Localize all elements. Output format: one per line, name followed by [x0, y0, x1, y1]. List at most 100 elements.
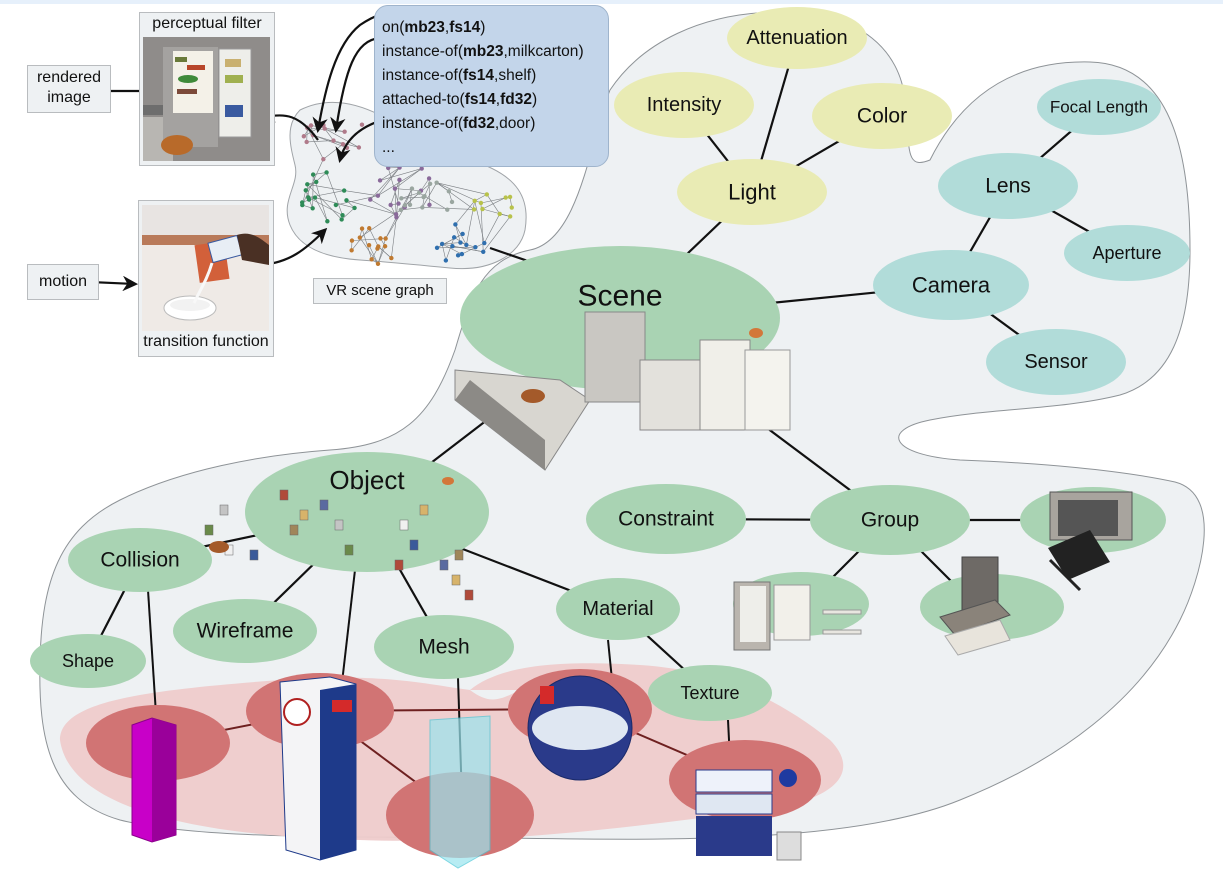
top-border [0, 0, 1223, 4]
graph-vertex [308, 123, 314, 128]
graph-vertex [451, 235, 457, 240]
predicate-class: milkcarton [507, 43, 579, 60]
node-shape-shape [30, 634, 146, 688]
graph-vertex [478, 200, 484, 206]
graph-vertex [369, 257, 374, 262]
graph-vertex [377, 178, 383, 183]
graph-vertex [439, 241, 445, 247]
node-collision[interactable]: Collision [68, 528, 212, 592]
node-object[interactable]: Object [245, 452, 489, 572]
node-focal-length[interactable]: Focal Length [1037, 79, 1161, 135]
knowledge-region [39, 11, 1205, 840]
graph-vertex [339, 217, 344, 222]
transition-function-panel: transition function [138, 200, 274, 357]
node-lens-label: Lens [985, 175, 1031, 198]
node-constraint[interactable]: Constraint [586, 484, 746, 554]
node-intensity-shape [614, 72, 754, 138]
graph-vertex [497, 211, 502, 217]
graph-vertex [324, 170, 329, 175]
graph-vertex [383, 236, 388, 241]
node-wireframe[interactable]: Wireframe [173, 599, 317, 663]
node-camera-shape [873, 250, 1029, 320]
graph-vertex [396, 201, 401, 206]
node-constraint-label: Constraint [618, 508, 714, 531]
node-aperture-label: Aperture [1092, 243, 1161, 263]
scene-graph-label: VR scene graph [326, 282, 434, 299]
graph-vertex [458, 240, 463, 245]
predicate-entity: fs14 [464, 91, 496, 108]
node-texture-shape [648, 665, 772, 721]
perceptual-filter-panel: perceptual filter [139, 12, 275, 166]
texture-atlas-asset [695, 769, 802, 861]
graph-vertex [392, 186, 398, 191]
rendered-image-line-2: image [47, 89, 91, 106]
node-attenuation[interactable]: Attenuation [727, 7, 867, 69]
graph-vertex [349, 248, 354, 253]
graph-vertex [409, 186, 415, 191]
predicate-line: on(mb23,fs14) [382, 19, 486, 36]
node-shape[interactable]: Shape [30, 634, 146, 688]
graph-vertex [349, 238, 355, 243]
graph-vertex [305, 182, 310, 187]
graph-vertex [427, 202, 432, 208]
node-object-shape [245, 452, 489, 572]
node-object-label: Object [329, 465, 405, 495]
node-color-label: Color [857, 105, 907, 128]
perceptual-filter-label: perceptual filter [152, 15, 262, 32]
node-camera[interactable]: Camera [873, 250, 1029, 320]
node-light[interactable]: Light [677, 159, 827, 225]
graph-vertex [304, 139, 309, 145]
graph-vertex [446, 189, 452, 194]
node-texture[interactable]: Texture [648, 665, 772, 721]
graph-vertex [376, 244, 381, 249]
graph-vertex [471, 207, 477, 212]
graph-vertex [507, 194, 513, 200]
node-intensity[interactable]: Intensity [614, 72, 754, 138]
graph-vertex [450, 244, 455, 249]
predicate-line: instance-of(mb23,milkcarton) [382, 43, 584, 60]
node-group[interactable]: Group [810, 485, 970, 555]
graph-vertex [388, 202, 393, 208]
graph-vertex [459, 251, 465, 257]
graph-vertex [367, 226, 372, 231]
graph-vertex [331, 138, 336, 143]
graph-vertex [509, 205, 514, 210]
graph-vertex [310, 206, 315, 211]
node-light-shape [677, 159, 827, 225]
graph-vertex [340, 213, 345, 218]
graph-vertex [449, 199, 455, 205]
node-material-shape [556, 578, 680, 640]
node-material-label: Material [582, 598, 653, 620]
graph-vertex [397, 177, 402, 183]
appliance-illustrations [733, 491, 1133, 656]
node-material[interactable]: Material [556, 578, 680, 640]
graph-vertex [427, 181, 433, 186]
graph-vertex [301, 134, 307, 139]
node-group-label: Group [861, 509, 919, 532]
asset-region-notch [470, 690, 520, 700]
node-aperture[interactable]: Aperture [1064, 225, 1190, 281]
node-sensor[interactable]: Sensor [986, 329, 1126, 395]
graph-vertex [434, 180, 439, 185]
graph-vertex [426, 176, 432, 181]
graph-vertex [402, 203, 408, 208]
graph-vertex [420, 205, 425, 210]
graph-vertex [484, 192, 490, 197]
predicate-entity: fd32 [462, 115, 495, 132]
graph-vertex [299, 200, 305, 205]
node-color[interactable]: Color [812, 83, 952, 149]
graph-vertex [382, 244, 388, 249]
graph-vertex [340, 141, 346, 147]
node-texture-label: Texture [680, 683, 739, 703]
fridge-photo [143, 37, 270, 161]
graph-vertex [341, 188, 347, 193]
kitchen-illustration [454, 311, 791, 471]
graph-vertex [357, 235, 363, 240]
predicate-entity: mb23 [404, 19, 445, 36]
predicate-entity: fs14 [462, 67, 495, 84]
node-mesh[interactable]: Mesh [374, 615, 514, 679]
graph-vertex [398, 207, 403, 213]
graph-vertex [303, 188, 308, 193]
node-lens[interactable]: Lens [938, 153, 1078, 219]
